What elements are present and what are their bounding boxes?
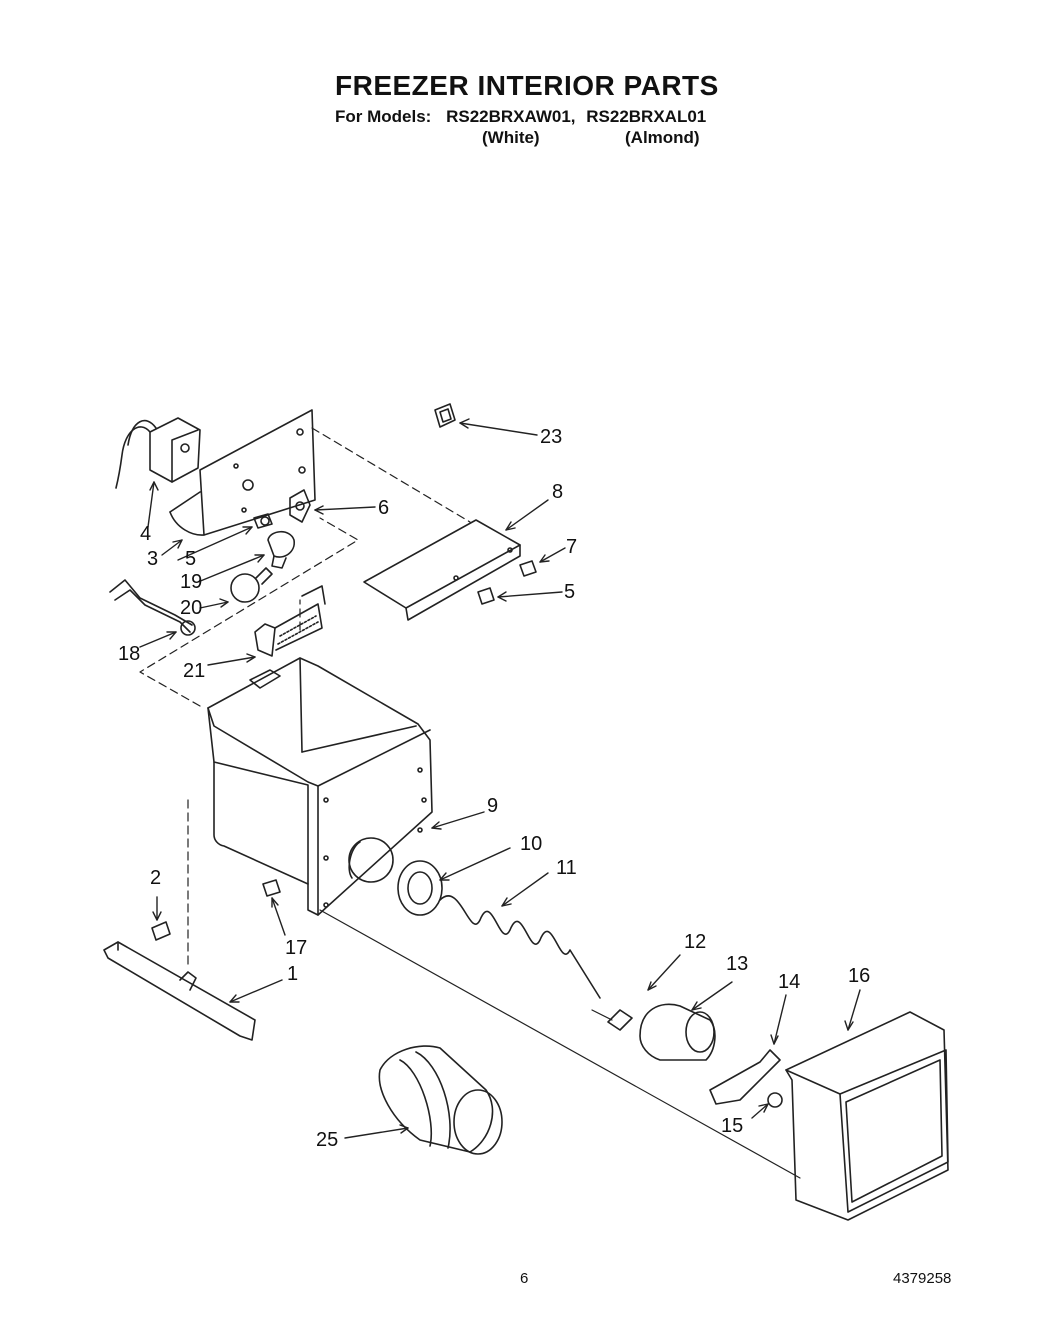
callout-1: 1 (287, 963, 298, 985)
callout-11: 11 (556, 857, 577, 879)
dash-guides (139, 427, 471, 966)
callout-5-lower: 5 (564, 581, 575, 603)
callout-13: 13 (726, 953, 748, 975)
callout-21: 21 (183, 660, 205, 682)
part-3-bracket (169, 409, 316, 536)
callout-9: 9 (487, 795, 498, 817)
part-8-plate (363, 519, 521, 621)
part-15-nut (767, 1092, 783, 1108)
part-5-screw-upper (253, 513, 273, 529)
callout-12: 12 (684, 931, 706, 953)
part-16-cover (785, 1011, 949, 1221)
page-number: 6 (520, 1270, 529, 1287)
model-almond: RS22BRXAL01 (586, 107, 707, 126)
callout-20: 20 (180, 597, 202, 619)
part-25-drum (378, 1045, 503, 1155)
part-17-screw (262, 879, 281, 897)
model-white: RS22BRXAW01, (446, 107, 576, 126)
callout-19: 19 (180, 571, 202, 593)
part-5-screw-lower (477, 587, 495, 605)
callout-17: 17 (285, 937, 307, 959)
callout-8: 8 (552, 481, 563, 503)
callout-5-upper: 5 (185, 548, 196, 570)
part-9-bucket (207, 657, 433, 916)
callout-4: 4 (140, 523, 151, 545)
part-19-socket (267, 530, 295, 569)
callout-2: 2 (150, 867, 161, 889)
models-line: For Models: RS22BRXAW01, RS22BRXAL01 (335, 107, 706, 127)
leader-lines (139, 418, 861, 1139)
document-number: 4379258 (893, 1270, 952, 1287)
part-2-screw (151, 921, 171, 941)
callout-3: 3 (147, 548, 158, 570)
callout-6: 6 (378, 497, 389, 519)
part-18-harness (109, 579, 196, 636)
part-12-agitator (607, 1009, 633, 1031)
part-23-clip (434, 403, 456, 428)
callout-10: 10 (520, 833, 542, 855)
callout-18: 18 (118, 643, 140, 665)
part-20-bulb (230, 567, 273, 603)
part-13-auger (639, 1003, 716, 1061)
variant-white: (White) (482, 128, 540, 147)
part-11-spring (439, 895, 601, 999)
callout-7: 7 (566, 536, 577, 558)
part-10-bearing (397, 860, 443, 916)
part-4-motor (115, 417, 201, 489)
page-title: FREEZER INTERIOR PARTS (335, 70, 719, 101)
callout-16: 16 (848, 965, 870, 987)
callout-labels: 23 8 6 7 5 4 3 5 19 20 18 21 9 10 11 2 1… (118, 426, 870, 1151)
part-1-rail (103, 941, 256, 1041)
variant-almond: (Almond) (625, 128, 700, 147)
callout-15: 15 (721, 1115, 743, 1137)
callout-14: 14 (778, 971, 800, 993)
part-6-clip (289, 489, 311, 523)
models-label: For Models: (335, 107, 432, 126)
callout-23: 23 (540, 426, 562, 448)
assembly-axis (319, 909, 801, 1179)
part-21-shield (254, 585, 326, 657)
part-7-screw (519, 560, 537, 577)
callout-25: 25 (316, 1129, 338, 1151)
part-14-bracket (709, 1049, 781, 1105)
